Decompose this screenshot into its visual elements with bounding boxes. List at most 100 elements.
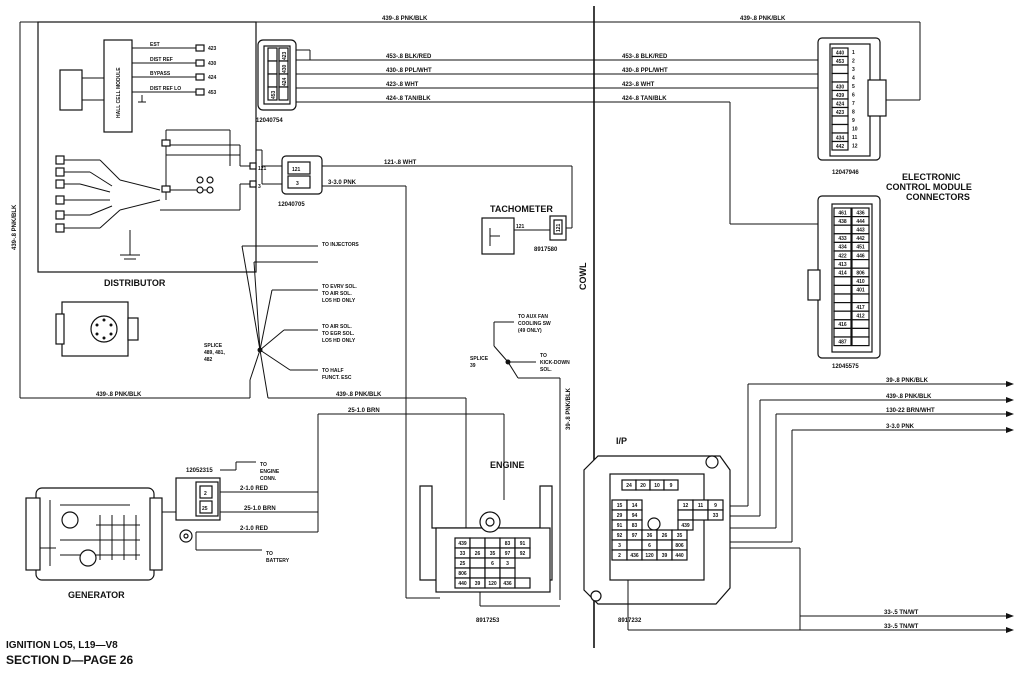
dest-half-l2: FUNCT. ESC bbox=[322, 375, 352, 381]
ecm-bottom-pin-right-cell bbox=[851, 293, 870, 304]
ip-pin-cell bbox=[626, 539, 643, 551]
gen-conn-part: 12052315 bbox=[186, 468, 213, 474]
wire-label-439-top-b: 439-.8 PNK/BLK bbox=[740, 16, 786, 22]
distributor-outline bbox=[37, 21, 257, 273]
dest-battery-l2: BATTERY bbox=[266, 558, 290, 564]
ecm-bottom-pin-left-cell bbox=[833, 276, 852, 286]
ecm-label-3: CONNECTORS bbox=[906, 192, 970, 202]
wire-label-2-red-a: 2-1.0 RED bbox=[240, 486, 269, 492]
engine-pin-label: 25 bbox=[460, 561, 466, 567]
ip-pin-label: 33 bbox=[713, 513, 719, 519]
ecm-top-num: 11 bbox=[852, 135, 858, 141]
conn754-part: 12040754 bbox=[256, 118, 283, 124]
dest-battery-l1: TO bbox=[266, 551, 273, 557]
ecm-signal-wires bbox=[296, 49, 820, 225]
ecm-connector-top bbox=[817, 37, 887, 161]
engine-pin-label: 97 bbox=[505, 551, 511, 557]
ip-pin-cell bbox=[692, 509, 709, 521]
hall-430: 430 bbox=[208, 61, 217, 67]
ip-pin-label: 97 bbox=[632, 533, 638, 539]
ip-part: 8917232 bbox=[618, 618, 642, 624]
ecm-top-num: 1 bbox=[852, 50, 855, 56]
ecm-bottom-pin-left-label: 413 bbox=[838, 262, 847, 268]
ip-pin-label: 15 bbox=[617, 503, 623, 509]
wire-label-423-b: 423-.8 WHT bbox=[622, 82, 655, 88]
ip-pin-cell bbox=[656, 539, 673, 551]
engine-pin-label: 6 bbox=[491, 561, 494, 567]
conn705-pin-121: 121 bbox=[292, 167, 301, 173]
ecm-bottom-pin-right-label: 806 bbox=[856, 271, 865, 277]
hall-bypass: BYPASS bbox=[150, 71, 171, 77]
engine-part: 8917253 bbox=[476, 618, 500, 624]
ignition-module-switches bbox=[55, 129, 257, 260]
ecm-top-pin-cell bbox=[831, 140, 849, 151]
ecm-bottom-pin-right-cell bbox=[851, 327, 870, 338]
pickup-coil bbox=[59, 69, 83, 111]
ecm-bottom-pin-left-cell bbox=[833, 224, 852, 235]
hall-dist-ref: DIST REF bbox=[150, 57, 173, 63]
ecm-top-num: 8 bbox=[852, 110, 855, 116]
ecm-bottom-pin-right-label: 412 bbox=[856, 314, 865, 320]
ip-pin-label: 91 bbox=[617, 523, 623, 529]
ip-pin-label: 436 bbox=[630, 553, 639, 559]
engine-pin-label: 92 bbox=[520, 551, 526, 557]
conn754-pin-453: 453 bbox=[271, 90, 277, 99]
engine-pin-cell bbox=[514, 547, 531, 559]
dist-pin-3: 3 bbox=[258, 184, 261, 190]
wire-label-439-left: 439-.8 PNK/BLK bbox=[12, 204, 18, 250]
ecm-top-num: 10 bbox=[852, 127, 858, 133]
dest-engconn-l3: CONN. bbox=[260, 476, 277, 482]
engine-pin-label: 120 bbox=[488, 581, 497, 587]
dest-engconn-l1: TO bbox=[260, 462, 267, 468]
ecm-top-num: 7 bbox=[852, 101, 855, 107]
engine-pin-label: 436 bbox=[503, 581, 512, 587]
ecm-bottom-pin-right-label: 417 bbox=[856, 305, 865, 311]
engine-pin-label: 33 bbox=[460, 551, 466, 557]
hall-423: 423 bbox=[208, 46, 217, 52]
dest-kick-l3: SOL. bbox=[540, 367, 552, 373]
connector-12040754 bbox=[257, 39, 297, 111]
dest-half-l1: TO HALF bbox=[322, 368, 344, 374]
ecm-bottom-pin-left-label: 416 bbox=[838, 322, 847, 328]
wire-label-430-b: 430-.8 PPL/WHT bbox=[622, 68, 668, 74]
ip-pin-label: 29 bbox=[617, 513, 623, 519]
ip-pin-label: 24 bbox=[626, 483, 632, 489]
wire-label-439-top-a: 439-.8 PNK/BLK bbox=[382, 16, 428, 22]
wire-label-39-vertical: 39-.8 PNK/BLK bbox=[566, 387, 572, 430]
ip-pin-label: 120 bbox=[645, 553, 654, 559]
ecm-top-pin-label: 439 bbox=[836, 93, 845, 99]
wire-label-39: 39-.8 PNK/BLK bbox=[886, 378, 929, 384]
ip-pin-label: 3 bbox=[618, 543, 621, 549]
engine-pin-cell bbox=[469, 537, 486, 549]
ip-pin-label: 10 bbox=[654, 483, 660, 489]
ip-pin-label: 806 bbox=[675, 543, 684, 549]
engine-pin-label: 806 bbox=[458, 571, 467, 577]
engine-label: ENGINE bbox=[490, 460, 525, 470]
ip-pin-label: 11 bbox=[698, 503, 704, 509]
splice-main-l2: 489, 481, bbox=[204, 350, 225, 356]
wire-label-2-red-b: 2-1.0 RED bbox=[240, 526, 269, 532]
ecm-bottom-pin-left-cell bbox=[833, 284, 852, 295]
wire-label-3-pnk: 3-3.0 PNK bbox=[328, 180, 357, 186]
ecm-top-num: 3 bbox=[852, 67, 855, 73]
wire-label-33-b: 33-.5 TN/WT bbox=[884, 624, 919, 630]
tach-121: 121 bbox=[516, 224, 525, 230]
ip-pin-label: 20 bbox=[640, 483, 646, 489]
ecm-bottom-pin-left-cell bbox=[833, 327, 852, 338]
wire-label-453-a: 453-.8 BLK/RED bbox=[386, 54, 432, 60]
ip-pin-label: 2 bbox=[618, 553, 621, 559]
conn754-pin-424: 424 bbox=[282, 77, 288, 86]
ecm-top-pin-cell bbox=[831, 72, 849, 83]
connector-12040705 bbox=[256, 149, 323, 195]
engine-pin-label: 439 bbox=[458, 541, 467, 547]
gen-pin-25: 25 bbox=[202, 506, 208, 512]
dest-evrv-l3: LO5 HD ONLY bbox=[322, 298, 356, 304]
engine-pin-label: 440 bbox=[458, 581, 467, 587]
ecm-top-num: 5 bbox=[852, 84, 855, 90]
ecm-bottom-pin-left-label: 433 bbox=[838, 236, 847, 242]
ecm-bottom-pin-right-label: 442 bbox=[856, 236, 865, 242]
ecm-bottom-pin-left-cell bbox=[833, 293, 852, 304]
splice-39-l2: 39 bbox=[470, 363, 476, 369]
